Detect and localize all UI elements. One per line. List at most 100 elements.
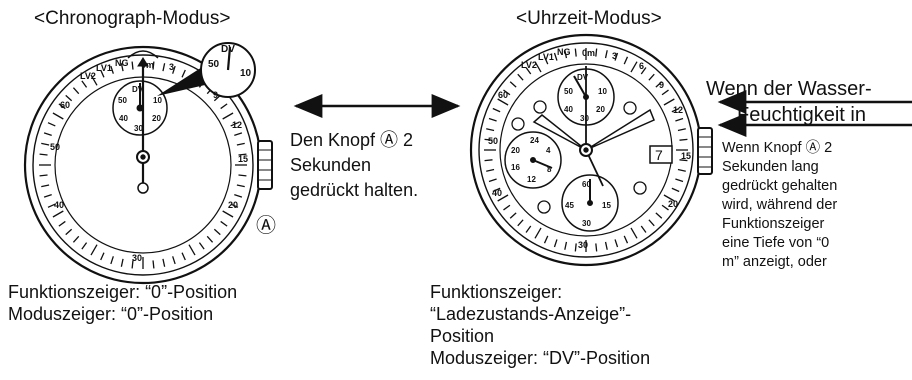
bezel-tick: [43, 132, 52, 136]
bezel-tick: [553, 239, 558, 248]
dial-mark-40: 40: [54, 200, 64, 210]
bezel-tick: [47, 203, 56, 208]
chrono-caption-line-1: Funktionszeiger: “0”-Position: [8, 282, 238, 302]
bezel-tick: [497, 194, 509, 202]
bezel-tick: [663, 194, 675, 202]
bezel-tick: [648, 73, 655, 81]
time-subdial-mark-20: 20: [596, 105, 605, 114]
time-subdial-mark-8: 8: [547, 165, 552, 174]
bezel-tick: [206, 235, 214, 243]
time-dial-mark-20: 20: [668, 199, 678, 209]
bezel-tick: [172, 256, 176, 265]
time-dial-mark-40: 40: [492, 188, 502, 198]
instruction-line-3: gedrückt halten.: [290, 180, 419, 200]
subdial-mark-20: 20: [152, 114, 161, 123]
note-line-6: eine Tiefe von “0: [722, 235, 830, 251]
bezel-tick: [503, 89, 511, 96]
bezel-tick: [553, 52, 558, 61]
bezel-tick: [671, 187, 680, 193]
bezel-tick: [677, 168, 686, 172]
bezel-tick: [486, 128, 495, 132]
bezel-tick: [675, 178, 684, 183]
bezel-tick: [604, 50, 608, 59]
bezel-tick: [543, 235, 549, 244]
button-a-symbol: Ⓐ: [256, 214, 276, 237]
bezel-tick: [39, 174, 48, 177]
time-subdial-mark-60: 60: [582, 180, 591, 189]
bezel-tick: [152, 260, 155, 269]
time-dial-mark-lv2: LV2: [521, 60, 537, 70]
bezel-tick: [131, 260, 134, 269]
subdial-mark-30: 30: [134, 124, 143, 133]
chrono-caption-line-2: Moduszeiger: “0”-Position: [8, 304, 214, 324]
time-subdial-mark-4: 4: [546, 146, 551, 155]
chronograph-watch: [23, 42, 273, 285]
dial-mark-ng: NG: [115, 58, 129, 68]
bezel-tick: [509, 81, 517, 88]
dial-mark-20: 20: [228, 200, 238, 210]
bezel-tick: [81, 80, 88, 88]
time-dial-mark-50: 50: [488, 136, 498, 146]
bezel-tick: [677, 128, 686, 132]
bezel-tick: [172, 65, 176, 74]
time-dial-mark-15: 15: [681, 151, 691, 161]
bezel-tick: [152, 61, 155, 70]
bezel-tick: [90, 74, 98, 86]
note-line-1: Wenn Knopf Ⓐ 2: [722, 140, 833, 156]
right-note: Wenn Knopf Ⓐ 2 Sekunden lang gedrückt ge…: [722, 139, 837, 272]
bezel-tick: [675, 117, 684, 122]
bezel-tick: [65, 94, 73, 102]
bezel-tick: [181, 69, 186, 78]
dial-mark-60: 60: [60, 100, 70, 110]
time-subdial-mark-45: 45: [565, 201, 574, 210]
bezel-tick: [81, 242, 88, 250]
bezel-tick: [90, 244, 98, 256]
bezel-tick: [58, 220, 66, 227]
bezel-tick: [671, 107, 680, 113]
time-subdial-mark-10: 10: [598, 87, 607, 96]
time-subdial-mark-40: 40: [564, 105, 573, 114]
bezel-tick: [234, 194, 243, 198]
mode-switch-instruction: Den Knopf Ⓐ 2 Sekunden gedrückt halten.: [290, 128, 418, 203]
note-line-3: gedrückt gehalten: [722, 178, 838, 194]
note-line-7: m” anzeigt, oder: [722, 254, 827, 270]
bezel-tick: [238, 174, 247, 177]
bezel-tick: [492, 107, 501, 113]
bezel-tick: [220, 103, 228, 110]
bezel-tick: [162, 258, 166, 267]
bezel-tick: [663, 98, 675, 106]
bezel-tick: [517, 219, 524, 227]
bezel-tick: [238, 153, 247, 156]
bezel-tick: [661, 204, 669, 211]
bezel-tick: [220, 220, 228, 227]
bezel-tick: [100, 69, 105, 78]
time-dial-mark-3: 3: [612, 51, 617, 61]
bezel-tick: [52, 112, 64, 120]
bezel-tick: [525, 67, 532, 75]
dial-mark-30: 30: [132, 253, 142, 263]
bezel-tick: [72, 87, 80, 95]
bezel-tick: [655, 212, 663, 219]
chronograph-mode-title: <Chronograph-Modus>: [34, 8, 231, 29]
time-mode-title: <Uhrzeit-Modus>: [516, 8, 662, 29]
time-mode-caption: Funktionszeiger: “Ladezustands-Anzeige”-…: [430, 281, 650, 369]
time-subdial-mark-16: 16: [511, 163, 520, 172]
bezel-tick: [236, 184, 245, 188]
bezel-tick: [492, 187, 501, 193]
date-window-value: 7: [655, 147, 663, 163]
bezel-tick: [100, 252, 105, 261]
time-dial-mark-60: 60: [498, 90, 508, 100]
bezel-tick: [640, 225, 647, 233]
bezel-tick: [497, 98, 509, 106]
bezel-tick: [534, 61, 542, 73]
time-mode-watch: [469, 33, 713, 267]
time-subdial-mark-15: 15: [602, 201, 611, 210]
time-subdial-mark-24: 24: [530, 136, 539, 145]
time-subdial-mark-dv: DV: [577, 73, 589, 82]
time-dial-mark-ng: NG: [557, 47, 571, 57]
bezel-tick: [222, 112, 234, 120]
dial-mark-0m: 0m: [141, 60, 154, 70]
bezel-tick: [488, 178, 497, 183]
time-subdial-mark-30: 30: [580, 114, 589, 123]
